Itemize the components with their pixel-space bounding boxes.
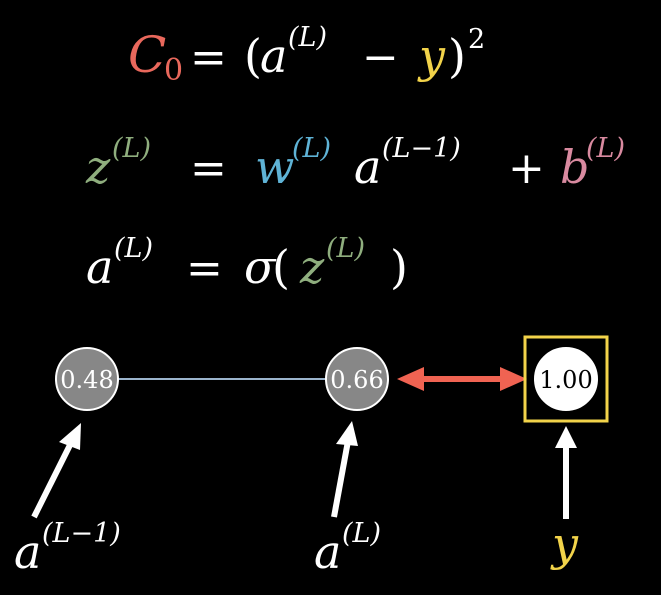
neuron-last-value: 0.66: [330, 366, 383, 394]
cost-double-arrow: [397, 367, 527, 391]
activation-equals: =: [186, 243, 223, 294]
bottom-labels: a (L−1) a (L) y: [14, 517, 579, 579]
plus-sign: +: [508, 143, 545, 194]
neuron-last-circle: [325, 347, 389, 411]
pointer-arrows: [31, 421, 577, 519]
sigma-symbol: σ: [244, 240, 277, 294]
weight-superscript: (L): [292, 133, 331, 164]
prev-pointer-arrow-shaft: [31, 439, 75, 519]
target-value: 1.00: [539, 366, 592, 394]
prev-activation-superscript: (L−1): [382, 133, 461, 164]
neuron-prev-circle: [55, 347, 119, 411]
label-last-activation: a: [314, 525, 341, 579]
z-symbol: z: [85, 140, 111, 194]
z-superscript: (L): [112, 133, 151, 164]
cost-activation-superscript: (L): [288, 22, 327, 53]
cost-equals: =: [190, 32, 227, 83]
cost-equation: C 0 = ( a (L) − y ) 2: [128, 22, 485, 88]
target-circle: [534, 347, 598, 411]
sigma-close-paren: ): [390, 240, 408, 294]
cost-symbol: C: [128, 26, 166, 84]
cost-open-paren: (: [244, 29, 262, 83]
bias-superscript: (L): [586, 133, 625, 164]
last-pointer-arrow-head: [336, 421, 358, 446]
label-prev-superscript: (L−1): [42, 518, 121, 549]
neuron-prev-value: 0.48: [60, 366, 113, 394]
neuron-prev: 0.48: [55, 347, 119, 411]
prev-activation-symbol: a: [354, 140, 381, 194]
target-pointer-arrow-head: [555, 426, 577, 448]
double-arrow-left-head: [397, 367, 424, 391]
prev-pointer-arrow-head: [59, 423, 81, 450]
activation-symbol: a: [86, 240, 113, 294]
double-arrow-right-head: [500, 367, 527, 391]
label-target-y: y: [550, 517, 579, 571]
cost-close-paren: ): [448, 29, 466, 83]
cost-subscript: 0: [164, 53, 183, 88]
cost-activation: a: [260, 29, 287, 83]
cost-power: 2: [468, 24, 485, 55]
cost-target: y: [417, 29, 446, 83]
last-pointer-arrow-shaft: [331, 440, 351, 518]
cost-minus: −: [362, 32, 399, 83]
preactivation-equals: =: [190, 143, 227, 194]
sigma-z-symbol: z: [299, 240, 325, 294]
neuron-last: 0.66: [325, 347, 389, 411]
target-box: [523, 335, 609, 423]
label-prev-activation: a: [14, 525, 41, 579]
target-node: 1.00: [523, 335, 609, 423]
sigma-open-paren: (: [272, 240, 290, 294]
bias-symbol: b: [560, 140, 589, 194]
sigma-z-superscript: (L): [326, 233, 365, 264]
activation-superscript: (L): [114, 233, 153, 264]
label-last-superscript: (L): [342, 518, 381, 549]
weight-symbol: w: [255, 140, 294, 194]
preactivation-equation: z (L) = w (L) a (L−1) + b (L): [85, 133, 625, 194]
activation-equation: a (L) = σ ( z (L) ): [86, 233, 408, 294]
